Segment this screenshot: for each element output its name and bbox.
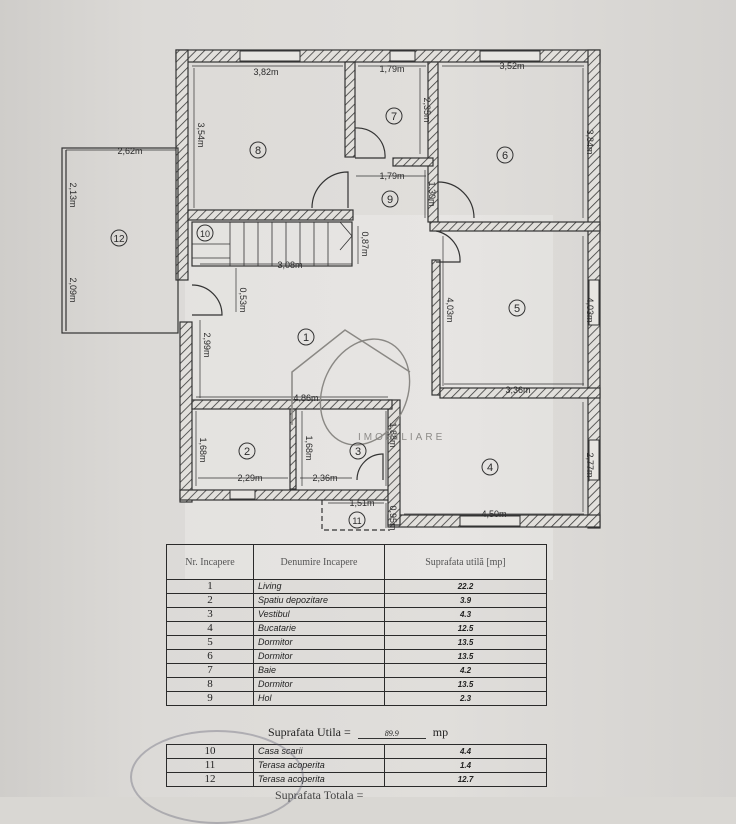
- svg-text:3,54m: 3,54m: [196, 122, 206, 147]
- wall-6-5: [429, 221, 601, 232]
- wall-2-3: [289, 408, 297, 490]
- svg-text:2,62m: 2,62m: [117, 146, 142, 156]
- svg-text:2,35m: 2,35m: [422, 97, 432, 122]
- room-12-label: 12: [113, 234, 125, 245]
- header-nr: Nr. Incapere: [166, 544, 254, 580]
- svg-text:2,77m: 2,77m: [585, 452, 595, 477]
- watermark-text: IMOBILIARE: [358, 432, 445, 443]
- room-10-label: 10: [200, 229, 210, 239]
- wall-8-7: [344, 61, 356, 158]
- svg-text:4,03m: 4,03m: [445, 297, 455, 322]
- svg-text:1,79m: 1,79m: [379, 64, 404, 74]
- useful-area-summary: Suprafata Utila = 89.9 mp: [268, 725, 448, 740]
- room-8-label: 8: [255, 145, 261, 157]
- svg-text:2,09m: 2,09m: [68, 277, 78, 302]
- room-7-label: 7: [391, 111, 397, 123]
- svg-text:2,36m: 2,36m: [312, 473, 337, 483]
- room-1-label: 1: [303, 332, 309, 344]
- useful-area-label: Suprafata Utila =: [268, 725, 351, 739]
- svg-text:1,30m: 1,30m: [427, 181, 437, 206]
- wall-left-top: [175, 49, 189, 281]
- floor-plan: 3,82m 1,79m 3,52m 1,79m 2,62m 3,08m 4,86…: [61, 49, 601, 531]
- svg-text:3,52m: 3,52m: [499, 61, 524, 71]
- svg-text:2,29m: 2,29m: [237, 473, 262, 483]
- wall-5-4: [439, 387, 601, 399]
- wall-kitchen-left: [387, 399, 401, 526]
- svg-text:4,50m: 4,50m: [481, 509, 506, 519]
- table-header-row: Nr. Incapere Denumire Incapere Suprafata…: [166, 544, 547, 580]
- svg-text:2,13m: 2,13m: [68, 182, 78, 207]
- svg-text:1,51m: 1,51m: [349, 498, 374, 508]
- header-area: Suprafata utilă [mp]: [384, 544, 547, 580]
- svg-text:1,88m: 1,88m: [388, 422, 398, 447]
- room-4-label: 4: [487, 462, 493, 474]
- wall-left-bottom: [179, 321, 193, 503]
- svg-text:3,08m: 3,08m: [277, 260, 302, 270]
- svg-text:2,99m: 2,99m: [202, 332, 212, 357]
- svg-text:1,79m: 1,79m: [379, 171, 404, 181]
- svg-text:0,53m: 0,53m: [238, 287, 248, 312]
- svg-text:3,36m: 3,36m: [505, 385, 530, 395]
- useful-area-value: 89.9: [357, 729, 426, 739]
- room-11-label: 11: [352, 516, 361, 526]
- room-9-label: 9: [387, 194, 393, 206]
- room-area-table: Nr. Incapere Denumire Incapere Suprafata…: [166, 544, 547, 706]
- svg-text:1,68m: 1,68m: [198, 437, 208, 462]
- svg-text:3,82m: 3,82m: [253, 67, 278, 77]
- svg-text:4,86m: 4,86m: [293, 393, 318, 403]
- svg-text:4,03m: 4,03m: [585, 297, 595, 322]
- wall-5-left: [431, 259, 441, 396]
- room-2-label: 2: [244, 446, 250, 458]
- room-5-label: 5: [514, 303, 520, 315]
- useful-area-unit: mp: [432, 725, 449, 739]
- wall-stair-top: [187, 209, 354, 221]
- wall-7-bottom: [392, 157, 434, 167]
- svg-text:1,68m: 1,68m: [304, 435, 314, 460]
- certification-stamp: [130, 730, 304, 824]
- room-3-label: 3: [355, 446, 361, 458]
- room-6-label: 6: [502, 150, 508, 162]
- svg-text:3,84m: 3,84m: [585, 129, 595, 154]
- svg-text:0,87m: 0,87m: [360, 231, 370, 256]
- svg-text:0,95m: 0,95m: [388, 505, 398, 530]
- header-name: Denumire Incapere: [253, 544, 385, 580]
